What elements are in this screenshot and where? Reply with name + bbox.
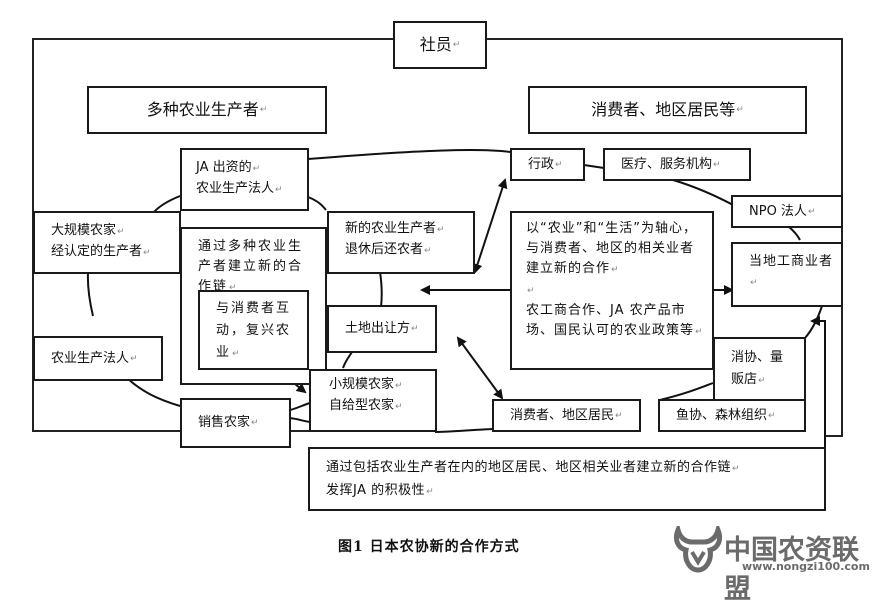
node-land-lessor: 土地出让方↵	[327, 305, 437, 353]
node-large-farmers: 大规模农家↵经认定的生产者↵	[33, 211, 181, 274]
watermark-url: www.nongzi100.com	[742, 560, 870, 573]
paragraph-mark: ↵	[117, 227, 125, 237]
figure-caption: 图1 日本农协新的合作方式	[338, 539, 520, 555]
producers-header: 多种农业生产者↵	[87, 86, 327, 134]
node-fishery-forestry: 鱼协、森林组织↵	[658, 399, 806, 432]
node-medical-services: 医疗、服务机构↵	[603, 148, 751, 181]
paragraph-mark: ↵	[395, 381, 403, 391]
node-administration: 行政↵	[510, 148, 585, 181]
node-agri-corp: 农业生产法人↵	[33, 336, 163, 381]
members-label-box: 社员↵	[393, 21, 487, 69]
paragraph-mark: ↵	[732, 464, 741, 474]
bull-emblem-icon	[673, 526, 723, 573]
arrow-admin-new-producers	[472, 178, 508, 274]
consumer-center-box: 以“农业”和“生活”为轴心，与消费者、地区的相关业者建立新的合作↵ ↵ 农工商合…	[510, 211, 714, 370]
arrow-land-consumers	[456, 336, 504, 400]
producer-inner-box: 与消费者互动，复兴农业↵	[198, 290, 309, 370]
outer-frame-right	[487, 38, 843, 437]
paragraph-mark: ↵	[143, 248, 151, 258]
watermark-logo: 中国农资联盟 www.nongzi100.com	[672, 526, 877, 605]
node-small-farmers: 小规模农家↵自给型农家↵	[309, 369, 437, 432]
node-consumers-residents: 消费者、地区居民↵	[492, 399, 641, 432]
paragraph-mark: ↵	[275, 185, 283, 195]
paragraph-mark: ↵	[426, 487, 435, 497]
cooperation-ellipse	[307, 149, 511, 160]
paragraph-mark: ↵	[437, 225, 445, 235]
paragraph-mark: ↵	[252, 164, 261, 174]
node-ja-invested-corp: JA 出资的↵农业生产法人↵	[180, 148, 309, 211]
arrow-bottom-to-local-business	[810, 316, 826, 476]
node-new-producers: 新的农业生产者↵退休后还农者↵	[327, 211, 475, 274]
node-sales-farmers: 销售农家↵	[180, 398, 291, 448]
paragraph-mark: ↵	[395, 402, 403, 412]
consumers-header: 消费者、地区居民等↵	[528, 86, 807, 134]
diagram-canvas: 社员↵ 多种农业生产者↵ 消费者、地区居民等↵ JA 出资的↵农业生产法人↵ 大…	[32, 21, 877, 605]
paragraph-mark: ↵	[424, 246, 432, 256]
members-label: 社员	[419, 35, 452, 54]
bottom-summary-box: 通过包括农业生产者在内的地区居民、地区相关业者建立新的合作链↵发挥JA 的积极性…	[308, 447, 826, 511]
node-local-business: 当地工商业者↵	[731, 242, 843, 307]
node-npo: NPO 法人↵	[731, 195, 843, 228]
node-coop-retail: 消协、量贩店↵	[713, 337, 806, 402]
